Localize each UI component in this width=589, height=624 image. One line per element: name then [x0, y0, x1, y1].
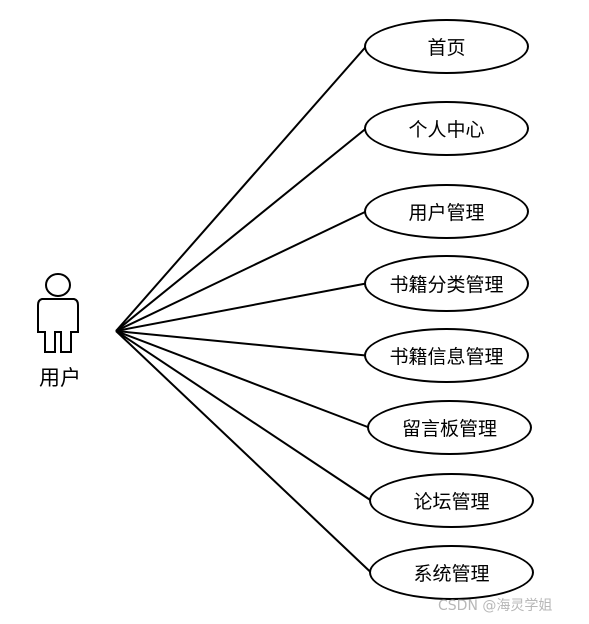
watermark: CSDN @海灵学姐: [438, 598, 553, 614]
association-line: [115, 330, 372, 502]
use-case-user-management[interactable]: 用户管理: [364, 184, 529, 239]
association-line: [115, 330, 370, 429]
use-case-system-management[interactable]: 系统管理: [369, 545, 534, 600]
use-case-book-info-management[interactable]: 书籍信息管理: [364, 328, 529, 383]
association-line: [115, 330, 372, 574]
use-case-message-board-management[interactable]: 留言板管理: [367, 400, 532, 455]
use-case-personal-center[interactable]: 个人中心: [364, 101, 529, 156]
association-line: [115, 330, 367, 357]
association-lines: [115, 45, 372, 574]
actor-head: [45, 273, 71, 297]
association-line: [115, 282, 367, 332]
association-line: [115, 127, 367, 332]
use-case-forum-management[interactable]: 论坛管理: [369, 473, 534, 528]
use-case-home[interactable]: 首页: [364, 19, 529, 74]
actor-body: [37, 298, 79, 353]
association-line: [115, 45, 367, 332]
actor-figure: [37, 273, 79, 353]
use-case-book-category-management[interactable]: 书籍分类管理: [364, 255, 529, 312]
actor-label: 用户: [39, 366, 81, 390]
association-line: [115, 210, 367, 332]
